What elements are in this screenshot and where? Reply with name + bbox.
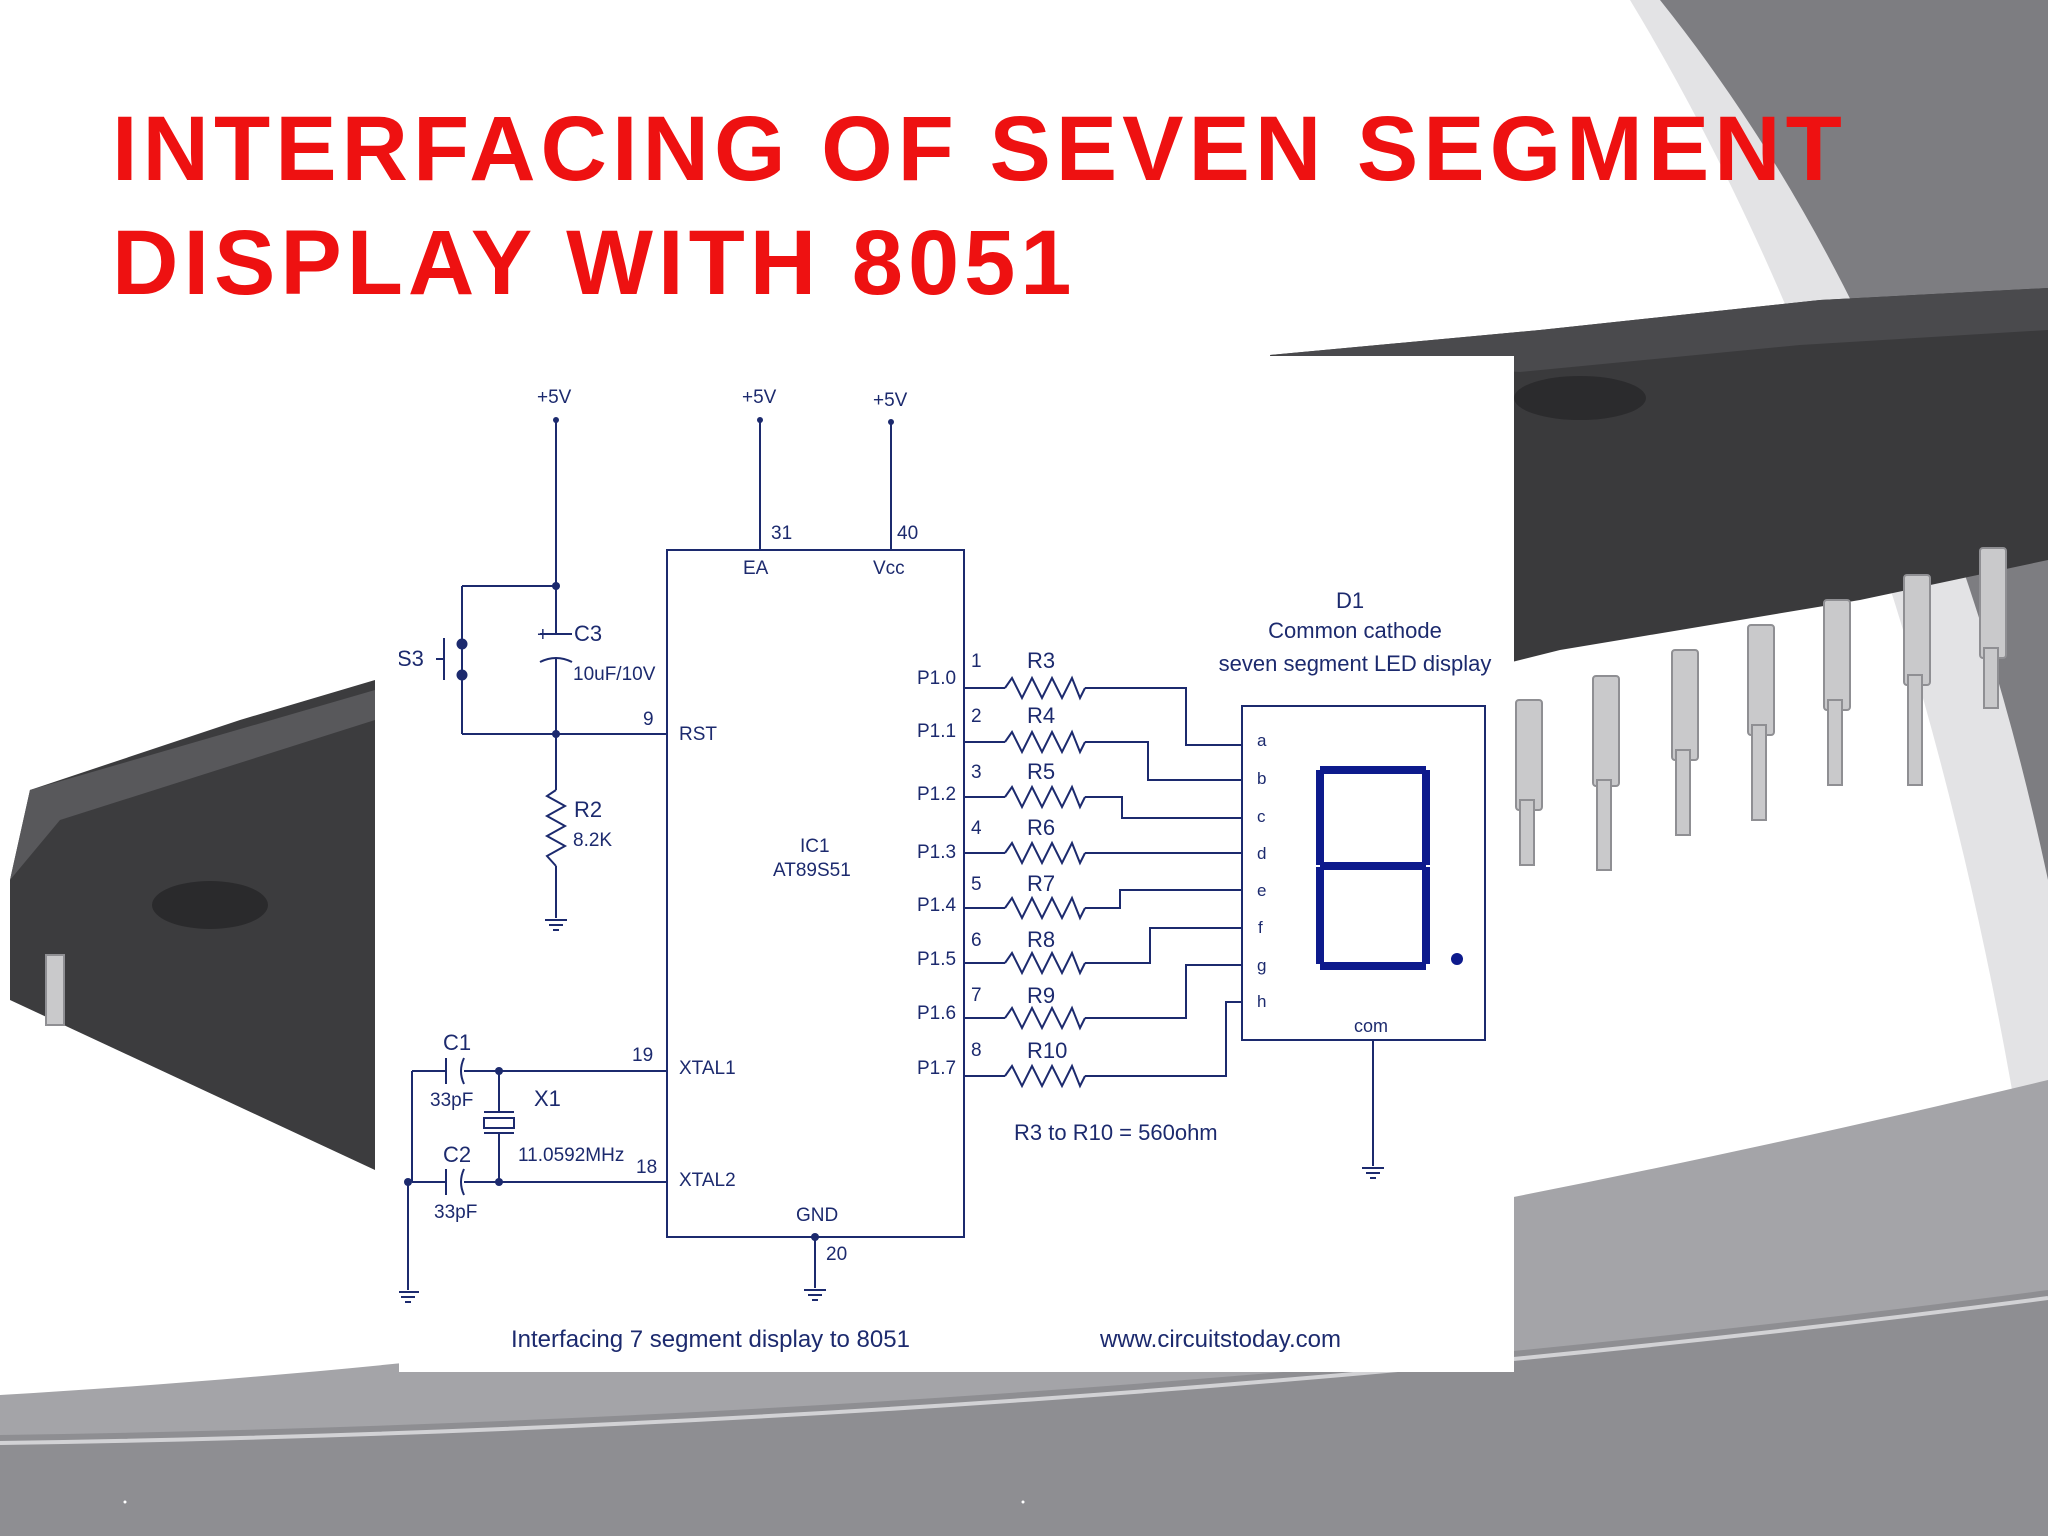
supply-label-ea: +5V <box>742 387 777 408</box>
port-pin-number: 5 <box>971 874 982 895</box>
segment-pin-label: h <box>1257 992 1266 1011</box>
resistor-value-note: R3 to R10 = 560ohm <box>1014 1120 1218 1145</box>
r2-name: R2 <box>574 797 602 822</box>
ic-part-number: AT89S51 <box>773 860 851 881</box>
seven-segment-display <box>1241 705 1486 1041</box>
ic-pin-rst: RST <box>679 724 717 745</box>
segment-pin-label: d <box>1257 844 1266 863</box>
display-type-line-2: seven segment LED display <box>1219 651 1492 676</box>
ic-pin-rst-number: 9 <box>643 709 654 730</box>
c2-name: C2 <box>443 1142 471 1167</box>
x1-name: X1 <box>534 1086 561 1111</box>
segment-pin-label: c <box>1257 807 1266 826</box>
capacitor-c3 <box>539 633 573 663</box>
port-pin-number: 6 <box>971 930 982 951</box>
ic-pin-vcc: Vcc <box>873 558 905 579</box>
segment-pin-label: e <box>1257 881 1266 900</box>
schematic-caption: Interfacing 7 segment display to 8051 <box>511 1326 910 1353</box>
port-pin-number: 3 <box>971 762 982 783</box>
r2-resistor <box>544 789 568 867</box>
port-label: P1.1 <box>917 721 956 742</box>
segment-pin-label: f <box>1258 918 1263 937</box>
resistor-label: R6 <box>1027 815 1055 840</box>
segment-pin-label: a <box>1257 731 1267 750</box>
slide-title-line-2: DISPLAY WITH 8051 <box>112 212 1077 314</box>
segment-pin-label: b <box>1257 769 1266 788</box>
source-url: www.circuitstoday.com <box>1099 1326 1341 1353</box>
display-designator: D1 <box>1336 588 1364 613</box>
ic-pin-ea-number: 31 <box>771 523 792 544</box>
port-label: P1.0 <box>917 668 956 689</box>
ic-pin-xtal1-number: 19 <box>632 1045 653 1066</box>
r2-value: 8.2K <box>573 830 612 851</box>
resistor-label: R9 <box>1027 983 1055 1008</box>
port-resistors <box>544 675 1086 1089</box>
port-label: P1.5 <box>917 949 956 970</box>
resistor-label: R10 <box>1027 1038 1067 1063</box>
ic-pin-gnd: GND <box>796 1205 838 1226</box>
circuit-schematic: +5V +5V +5V S3 + C3 10uF/10V R2 8.2K C1 … <box>399 356 1514 1372</box>
c2-value: 33pF <box>434 1202 477 1223</box>
digit-8-segments <box>1316 766 1430 970</box>
slide-title-line-1: INTERFACING OF SEVEN SEGMENT <box>112 98 1847 200</box>
c3-polarity: + <box>537 624 549 646</box>
resistor-label: R4 <box>1027 703 1055 728</box>
c3-name: C3 <box>574 621 602 646</box>
c1-name: C1 <box>443 1030 471 1055</box>
segment-pin-label: g <box>1257 956 1266 975</box>
port-label: P1.2 <box>917 784 956 805</box>
ic-pin-gnd-number: 20 <box>826 1244 847 1265</box>
c1-value: 33pF <box>430 1090 473 1111</box>
slide-title: INTERFACING OF SEVEN SEGMENT DISPLAY WIT… <box>112 92 1847 320</box>
capacitor-c1 <box>445 1057 465 1085</box>
ic-pin-xtal2: XTAL2 <box>679 1170 736 1191</box>
junction-dots <box>404 417 894 1241</box>
ground-symbols <box>399 919 1384 1303</box>
port-pin-number: 1 <box>971 651 982 672</box>
capacitor-c2 <box>445 1168 465 1196</box>
port-pin-number: 8 <box>971 1040 982 1061</box>
c3-value: 10uF/10V <box>573 664 656 685</box>
pushbutton-s3 <box>436 620 468 700</box>
wires <box>407 420 1374 1290</box>
x1-value: 11.0592MHz <box>518 1145 624 1166</box>
display-type-line-1: Common cathode <box>1268 618 1442 643</box>
ic-designator: IC1 <box>800 836 830 857</box>
crystal-x1 <box>483 1111 515 1134</box>
port-label: P1.3 <box>917 842 956 863</box>
switch-label: S3 <box>399 646 424 671</box>
ic-pin-ea: EA <box>743 558 769 579</box>
port-label: P1.4 <box>917 895 957 916</box>
resistor-label: R5 <box>1027 759 1055 784</box>
port-pin-number: 7 <box>971 985 982 1006</box>
port-label: P1.6 <box>917 1003 956 1024</box>
port-pin-number: 4 <box>971 818 982 839</box>
port-label: P1.7 <box>917 1058 956 1079</box>
ic-pin-xtal2-number: 18 <box>636 1157 657 1178</box>
resistor-label: R7 <box>1027 871 1055 896</box>
resistor-label: R3 <box>1027 648 1055 673</box>
ic-pin-vcc-number: 40 <box>897 523 918 544</box>
corner-swoosh-dark <box>1660 0 2048 880</box>
supply-label-rst: +5V <box>537 387 572 408</box>
display-com-label: com <box>1354 1016 1388 1036</box>
supply-label-vcc: +5V <box>873 390 908 411</box>
decimal-point-segment <box>1451 953 1463 965</box>
ic-pin-xtal1: XTAL1 <box>679 1058 736 1079</box>
port-pin-number: 2 <box>971 706 982 727</box>
resistor-label: R8 <box>1027 927 1055 952</box>
